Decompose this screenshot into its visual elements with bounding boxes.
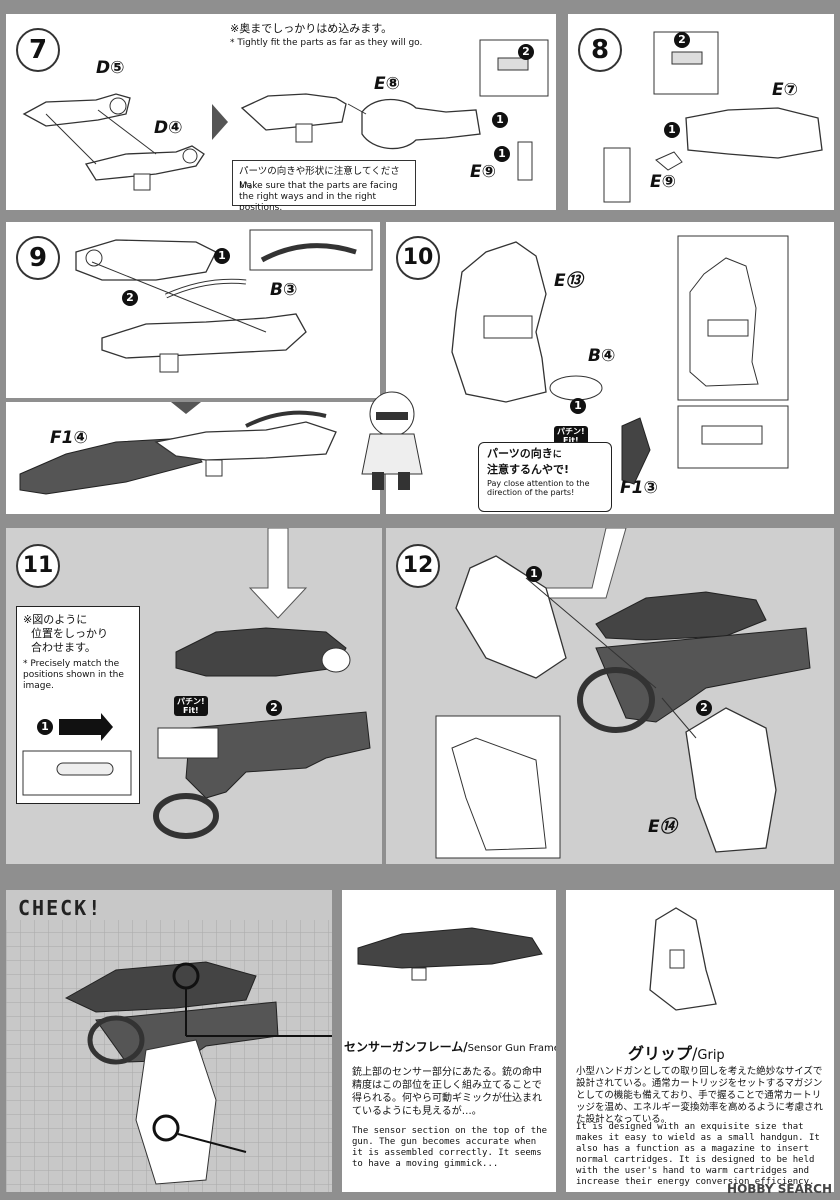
check-gun-illustration	[6, 920, 332, 1192]
check-grid-panel: CHECK!	[6, 890, 332, 1192]
check-title: CHECK!	[18, 896, 103, 920]
part-label-e9: E⑨	[650, 172, 677, 192]
step-number: 11	[16, 544, 60, 588]
step9b-panel: F1④	[6, 402, 380, 514]
step9b-illustration	[19, 402, 337, 495]
speech-bubble: パーツの向きに 注意するんやで! Pay close attention to …	[478, 442, 612, 512]
part-label-b3: B③	[270, 280, 298, 300]
callout-1: 1	[37, 719, 53, 735]
note-en: * Precisely match the positions shown in…	[23, 659, 124, 691]
step-number: 10	[396, 236, 440, 280]
callout-2: 2	[266, 700, 282, 716]
sensor-frame-illustration	[357, 927, 543, 981]
mascot-character-image	[361, 391, 423, 490]
position-note-box: ※図のように 位置をしっかり 合わせます。 * Precisely match …	[16, 606, 140, 804]
step7-parts-illustration	[22, 39, 549, 191]
step-number: 8	[578, 28, 622, 72]
note-jp-2: 位置をしっかり	[31, 627, 108, 640]
part-label-b4: B④	[588, 346, 616, 366]
grip-title: グリップ/Grip	[628, 1040, 725, 1064]
callout-1: 1	[570, 398, 586, 414]
callout-1b: 1	[494, 146, 510, 162]
grip-title-jp: グリップ	[628, 1044, 693, 1063]
step7-note-jp: ※奥までしっかりはめ込みます。	[230, 22, 393, 35]
part-label-d4: D④	[154, 118, 183, 138]
bubble-jp-line1: パーツの向きに	[487, 447, 562, 462]
part-label-e9: E⑨	[470, 162, 497, 182]
part-label-e13: E⑬	[554, 271, 583, 291]
callout-2: 2	[122, 290, 138, 306]
snap-badge: パチン! Fit!	[554, 426, 588, 446]
step10-parts-illustration	[451, 235, 789, 485]
snap-badge: パチン! Fit!	[174, 696, 208, 716]
note-detail-illustration	[22, 713, 132, 796]
grip-desc-jp: 小型ハンドガンとしての取り回しを考えた絶妙なサイズで設計されている。通常カートリ…	[576, 1066, 824, 1125]
part-label-f14: F1④	[50, 428, 88, 448]
part-label-e7: E⑦	[772, 80, 799, 100]
step7-note-en: * Tightly fit the parts as far as they w…	[230, 38, 423, 48]
caution-en: Make sure that the parts are facing the …	[239, 181, 398, 210]
step7-panel: 7 D⑤ D④ 1 2 1 ※奥までしっかりはめ込みます。 * Tightly …	[6, 14, 556, 210]
bubble-en: Pay close attention to the direction of …	[487, 479, 590, 497]
sensor-title-jp: センサーガンフレーム	[344, 1040, 464, 1054]
sensor-desc-jp: 銃上部のセンサー部分にあたる。銃の命中精度はこの部位を正しく組み立てることで得ら…	[352, 1067, 542, 1117]
step9-panel: 9 B③ 1 2	[6, 222, 380, 398]
callout-1: 1	[214, 248, 230, 264]
step8-panel: 8 E⑦ E⑨ 2 1	[568, 14, 834, 210]
step9-parts-illustration	[75, 229, 373, 373]
sensor-desc-en: The sensor section on the top of the gun…	[352, 1126, 548, 1169]
bubble-jp-b: に	[552, 450, 562, 460]
part-label-e8: E⑧	[374, 74, 401, 94]
sensor-info-panel: センサーガンフレーム/Sensor Gun Frame 銃上部のセンサー部分にあ…	[342, 890, 556, 1192]
callout-2: 2	[518, 44, 534, 60]
step-number: 7	[16, 28, 60, 72]
sensor-title-sep: /	[463, 1040, 468, 1054]
sensor-title: センサーガンフレーム/Sensor Gun Frame	[344, 1038, 556, 1055]
step12-panel: 12 E⑭ 1 2	[386, 528, 834, 864]
bubble-jp-line2: 注意するんやで!	[487, 463, 570, 476]
part-label-d5: D⑤	[96, 58, 125, 78]
grip-info-panel: グリップ/Grip 小型ハンドガンとしての取り回しを考えた絶妙なサイズで設計され…	[566, 890, 834, 1192]
grip-desc-en: It is designed with an exquisite size th…	[576, 1122, 820, 1187]
step12-parts-illustration	[435, 528, 811, 859]
caution-icon-jp: パーツの向きや形状に注意してください。	[239, 166, 400, 191]
callout-2: 2	[674, 32, 690, 48]
grip-title-en: Grip	[697, 1048, 725, 1063]
step11-panel: 11 2 パチン! Fit! ※図のように 位置をしっかり 合わせます。 * P…	[6, 528, 382, 864]
note-jp-1: ※図のように	[23, 613, 88, 626]
bubble-jp-a: パーツの向き	[487, 447, 553, 460]
step10-panel: 10 E⑬ B④ F1③ 1 パチン! Fit! パーツの向きに 注意するんやで…	[386, 222, 834, 514]
note-jp-3: 合わせます。	[31, 641, 96, 654]
sensor-title-en: Sensor Gun Frame	[467, 1043, 556, 1054]
step-number: 9	[16, 236, 60, 280]
part-label-e14: E⑭	[648, 817, 677, 837]
callout-2: 2	[696, 700, 712, 716]
step11-parts-illustration	[153, 528, 371, 839]
caution-box: パーツの向きや形状に注意してください。 Make sure that the p…	[232, 160, 416, 210]
watermark: HOBBY SEARCH	[727, 1182, 832, 1196]
callout-1: 1	[492, 112, 508, 128]
callout-1: 1	[664, 122, 680, 138]
grip-title-sep: /	[692, 1044, 698, 1063]
step8-parts-illustration	[603, 31, 823, 203]
grip-illustration	[649, 907, 717, 1011]
step-number: 12	[396, 544, 440, 588]
callout-1: 1	[526, 566, 542, 582]
